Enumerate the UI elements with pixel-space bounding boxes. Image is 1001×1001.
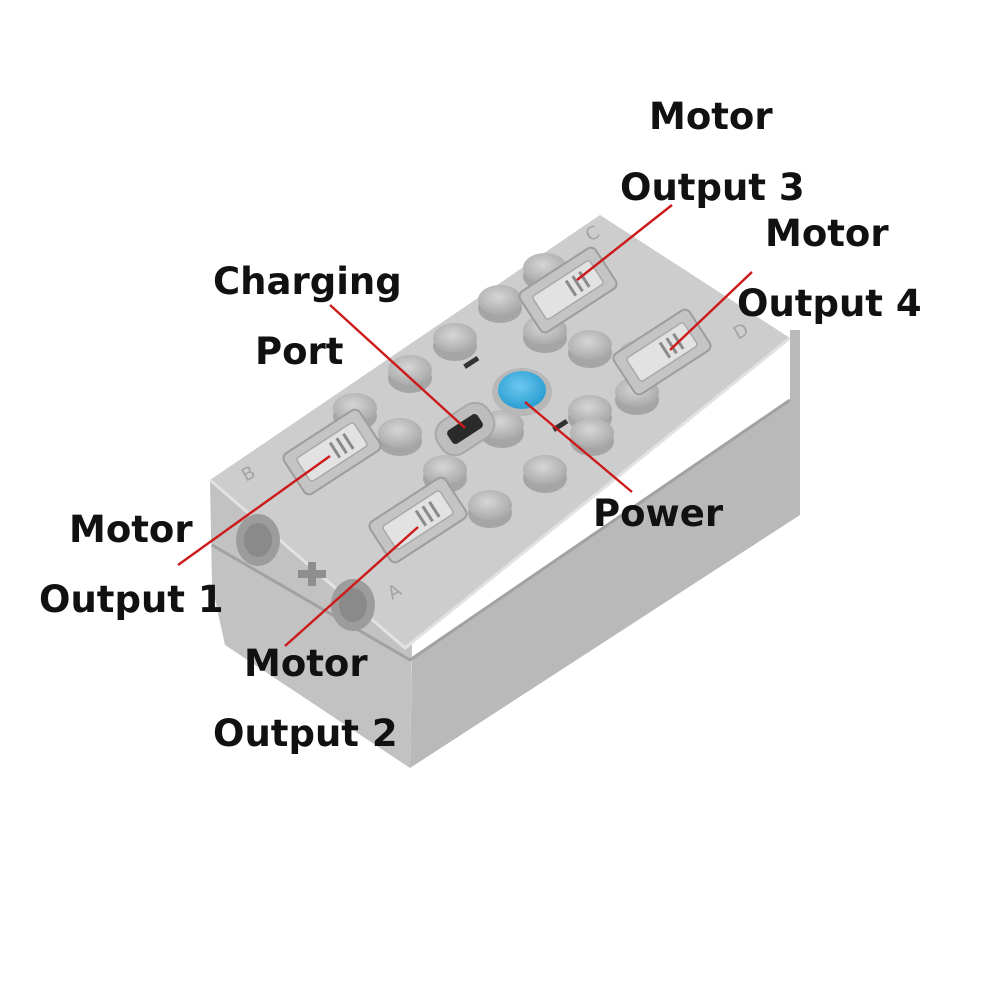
label-motor-output-2-line2: Output 2 — [213, 712, 398, 755]
cross-axle-hole — [298, 562, 326, 586]
stud — [433, 323, 477, 353]
label-motor-output-3-line1: Motor — [649, 95, 773, 138]
stud — [568, 395, 612, 425]
callout-charging-port: Charging Port — [213, 260, 402, 373]
stud — [523, 455, 567, 485]
label-motor-output-1-line1: Motor — [69, 508, 193, 551]
label-motor-output-4-line1: Motor — [765, 212, 889, 255]
port-pin — [571, 275, 584, 293]
label-charging-port-line2: Port — [255, 330, 343, 373]
stud — [388, 355, 432, 385]
label-motor-output-3-line2: Output 3 — [620, 166, 805, 209]
leader-charging-port — [329, 304, 466, 429]
port-pin — [665, 337, 678, 355]
leader-power — [524, 401, 633, 493]
leader-motor-output-2 — [284, 526, 419, 647]
callout-motor-output-4: Motor Output 4 — [737, 212, 922, 325]
power-button — [492, 368, 552, 416]
port-pin — [564, 279, 578, 297]
leader-motor-output-3 — [576, 204, 673, 281]
port-pin — [428, 501, 441, 518]
callout-motor-output-1: Motor Output 1 — [39, 508, 224, 621]
box-seam — [211, 398, 791, 662]
port-pin — [421, 505, 434, 523]
motor-port-slot — [368, 476, 468, 564]
port-socket — [626, 322, 698, 382]
label-motor-output-2-line1: Motor — [244, 642, 368, 685]
callout-power: Power — [593, 492, 724, 535]
stud — [378, 418, 422, 448]
battery-box: B A C D — [209, 215, 800, 768]
port-pin — [342, 433, 355, 450]
port-pin — [335, 437, 348, 455]
port-socket — [532, 260, 604, 320]
label-motor-output-1-line2: Output 1 — [39, 578, 224, 621]
port-socket — [382, 490, 454, 550]
stud — [570, 418, 614, 448]
box-right-face — [410, 330, 800, 768]
stud — [423, 455, 467, 485]
stud — [568, 330, 612, 360]
callout-motor-output-3: Motor Output 3 — [620, 95, 805, 209]
port-pin — [658, 341, 672, 359]
stud — [478, 285, 522, 315]
label-charging-port-line1: Charging — [213, 260, 402, 303]
label-power: Power — [593, 492, 724, 535]
leader-motor-output-1 — [177, 455, 331, 566]
stud — [468, 490, 512, 520]
port-pin — [414, 509, 428, 527]
leader-motor-output-4 — [669, 271, 753, 351]
leader-lines — [177, 204, 753, 647]
port-pin — [328, 441, 342, 459]
label-motor-output-4-line2: Output 4 — [737, 282, 922, 325]
callout-motor-output-2: Motor Output 2 — [213, 642, 398, 755]
front-axle-holes — [236, 514, 375, 631]
